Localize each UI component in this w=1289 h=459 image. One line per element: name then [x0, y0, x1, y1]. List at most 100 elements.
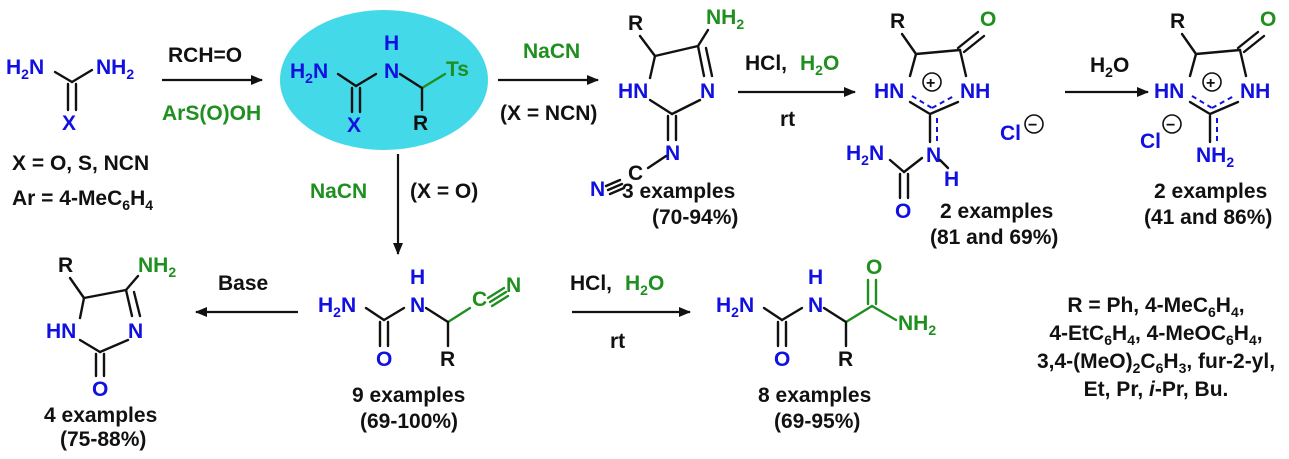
c8-bond-1 [762, 306, 784, 322]
c9-triple-b [488, 290, 508, 304]
c4-bond-nh2 [124, 274, 140, 292]
step-hcl-bottom-hcl: HCl, [570, 272, 612, 295]
intermediate: H2N X H N Ts R [280, 10, 488, 150]
c4-ring-right-a [124, 288, 134, 318]
c4-nh2-label: NH2 [138, 254, 176, 280]
s1-plus-charge [922, 72, 942, 92]
s2-ring-left [1188, 52, 1198, 78]
c3-n-exo: N [665, 142, 680, 165]
c3-bond-nh2 [696, 28, 710, 48]
s1-h2n-label: H2N [846, 142, 884, 168]
step1: RCH=O ArS(O)OH [162, 44, 263, 125]
c3-ring-left [648, 54, 657, 80]
r-definition: R = Ph, 4-MeC6H4, 4-EtC6H4, 4-MeOC6H4, 3… [1037, 294, 1275, 401]
c8-bond-2 [780, 306, 804, 322]
s1-ring-top [914, 48, 962, 56]
c8-bond-amide [844, 304, 874, 324]
c3-bond-nc [646, 154, 668, 170]
c9-yield: (69-100%) [360, 410, 458, 433]
c3-yield: (70-94%) [652, 206, 738, 229]
c4-ring-br [98, 338, 130, 354]
c3-n-label: N [700, 80, 715, 103]
c3-ring-top [653, 44, 700, 58]
s1-nh-label: NH [960, 80, 990, 103]
s1-co-b [962, 34, 986, 54]
r-def-line-3: 3,4-(MeO)2C6H3, fur-2-yl, [1037, 350, 1275, 376]
c9-n-nitrile: N [506, 274, 521, 297]
int-bond-1 [336, 72, 358, 88]
step-hcl-bottom-condition: rt [610, 330, 625, 353]
s1-examples: 2 examples [940, 200, 1053, 223]
s1-co-a [956, 30, 980, 50]
r-def-line-1: R = Ph, 4-MeC6H4, [1067, 294, 1244, 320]
compound-8: H2N O H N O NH2 R 8 examples (69-95%) [716, 256, 936, 433]
s1-ring-bl [908, 100, 932, 116]
s1-bond-nh [938, 158, 950, 170]
starting-material: H2N NH2 X X = O, S, NCN Ar = 4-MeC6H4 [6, 56, 153, 213]
s1-hn-label: HN [874, 80, 904, 103]
s1-plus: + [926, 75, 935, 92]
c8-r-label: R [838, 348, 853, 371]
x-definition: X = O, S, NCN [12, 152, 149, 175]
step-nacn-right: NaCN (X = NCN) [498, 40, 599, 125]
sm-bond-left [53, 70, 74, 84]
c4-r-label: R [58, 254, 73, 277]
step-base-reagent: Base [218, 272, 268, 295]
s1-cl-label: Cl [1000, 122, 1021, 145]
step-nacn-down: NaCN (X = O) [310, 154, 478, 255]
c3-ring-right-a [696, 44, 706, 78]
s1-yield: (81 and 69%) [930, 226, 1058, 249]
step-water: H2O [1065, 54, 1149, 97]
int-bond-3 [398, 72, 424, 90]
c8-o-label: O [774, 348, 790, 371]
s1-ring-left [908, 52, 918, 78]
step-hcl-bottom: HCl, H2O rt [570, 272, 691, 353]
int-nh-n: N [384, 60, 399, 83]
step-hcl-top-water: H2O [800, 52, 839, 78]
s2-ring-top [1194, 48, 1242, 56]
r-def-line-2: 4-EtC6H4, 4-MeOC6H4, [1049, 322, 1262, 348]
sm-nh2-label: NH2 [96, 56, 134, 82]
c8-bond-nh2 [870, 304, 898, 322]
c4-ring-top [82, 288, 128, 300]
c9-n-label: N [410, 294, 425, 317]
c4-yield: (75-88%) [60, 428, 146, 451]
int-ts-label: Ts [446, 58, 469, 81]
c3-ring-right-b [704, 46, 714, 78]
s2-cl-label: Cl [1140, 130, 1161, 153]
s1-n-label: N [926, 144, 941, 167]
s1-bond-h2n-c [888, 158, 906, 174]
step-hcl-top-hcl: HCl, [745, 52, 787, 75]
s2-hn-label: HN [1154, 80, 1184, 103]
compound-9: H2N O H N C N R 9 examples (69-100%) [318, 266, 521, 433]
c4-hn-label: HN [46, 320, 76, 343]
int-r-label: R [413, 112, 428, 135]
s2-examples: 2 examples [1154, 180, 1267, 203]
s2-bond-r [1180, 32, 1198, 56]
c4-o-label: O [92, 378, 108, 401]
s2-o-label: O [1260, 8, 1276, 31]
c9-h2n-label: H2N [318, 294, 356, 320]
c3-c-label: C [628, 162, 643, 185]
s2-ring-right [1238, 48, 1248, 78]
c3-triple-a [604, 178, 622, 188]
step-nacn-down-reagent: NaCN [310, 180, 367, 203]
int-bond-ts [420, 72, 447, 90]
step-hcl-top: HCl, H2O rt [738, 52, 856, 131]
int-h2n-label: H2N [290, 60, 328, 86]
c3-triple-b [606, 182, 624, 192]
s1-minus: − [1028, 117, 1037, 134]
c4-examples: 4 examples [44, 404, 157, 427]
sm-x-atom: X [62, 112, 76, 135]
sm-h2n-label: H2N [6, 56, 44, 82]
c3-hn-label: HN [618, 80, 648, 103]
step-base: Base [195, 272, 298, 317]
int-bond-2 [354, 72, 378, 88]
c3-n-terminal: N [590, 178, 605, 201]
step-nacn-right-reagent: NaCN [523, 40, 580, 63]
c3-ring-bl [648, 98, 674, 116]
s2-deloc-a [1191, 95, 1213, 109]
c9-bond-2 [382, 306, 406, 322]
c4-ring-bl [78, 338, 102, 354]
